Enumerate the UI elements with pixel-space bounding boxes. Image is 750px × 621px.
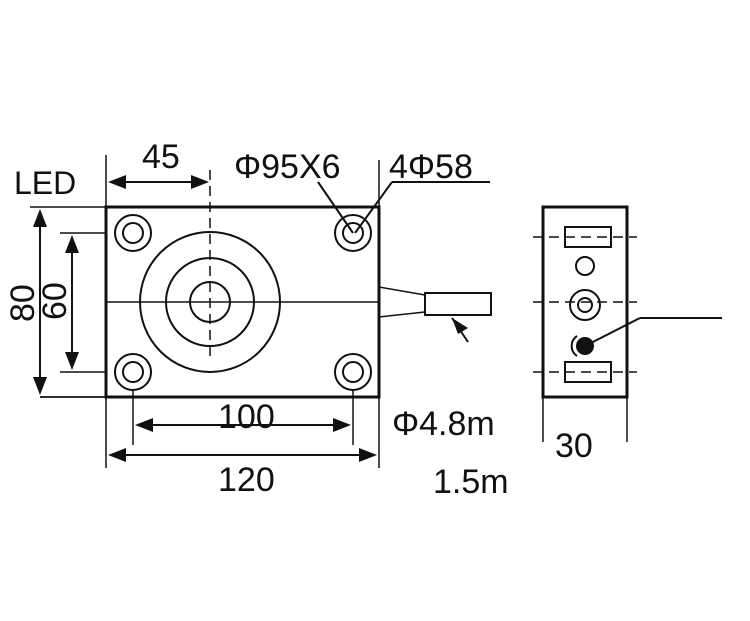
hole-phi95-label: Φ95X6 xyxy=(234,148,341,186)
mounting-hole-top-left xyxy=(114,214,152,252)
dim-80-label: 80 xyxy=(4,284,42,322)
dim-60-label: 60 xyxy=(36,282,74,320)
side-cable-gland-outer xyxy=(569,289,601,321)
side-view xyxy=(533,205,722,442)
cable xyxy=(378,286,492,343)
sensing-face-outer-circle xyxy=(139,231,281,373)
sensing-face-inner-circle xyxy=(189,281,231,323)
hole-4phi58-label: 4Φ58 xyxy=(389,148,473,186)
dim-30-label: 30 xyxy=(555,427,593,465)
side-cable-gland-inner xyxy=(577,297,593,313)
cable-length-label: 1.5m xyxy=(433,463,509,501)
dim-120-label: 120 xyxy=(218,461,275,499)
dim-100-label: 100 xyxy=(218,398,275,436)
front-view xyxy=(30,155,492,468)
led-leader xyxy=(584,317,641,347)
led-label: LED xyxy=(14,165,76,201)
phi95-leader xyxy=(317,181,354,234)
sensing-face-middle-circle xyxy=(165,257,255,347)
side-slot-bottom xyxy=(564,361,612,383)
side-small-hole xyxy=(575,256,595,276)
dim-45-label: 45 xyxy=(142,138,180,176)
mounting-hole-bottom-left xyxy=(114,353,152,391)
cable-diameter-label: Φ4.8m xyxy=(392,405,495,443)
mounting-hole-top-right xyxy=(334,214,372,252)
mounting-hole-bottom-right xyxy=(334,353,372,391)
side-slot-top xyxy=(564,226,612,248)
